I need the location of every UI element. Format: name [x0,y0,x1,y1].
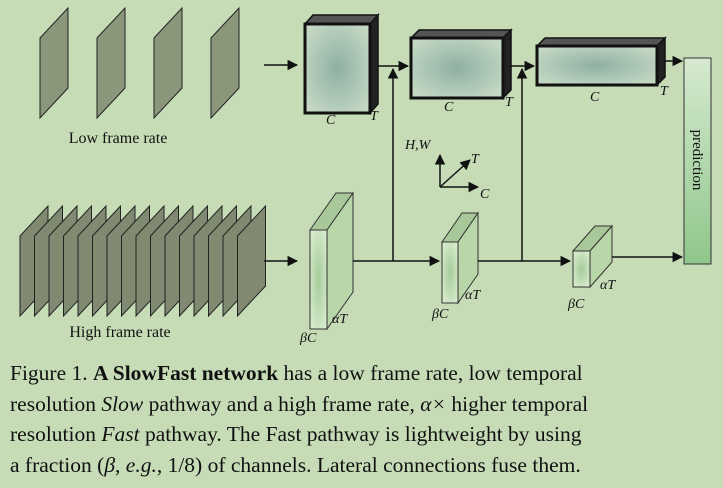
prediction-label: prediction [689,130,705,191]
slow-block-2-time-label: T [505,95,514,110]
high-frame-rate-label: High frame rate [69,324,170,341]
fast-block-3-time-label: αT [600,278,616,293]
fast-block-1-time-label: αT [332,312,348,327]
low-frame-rate-label: Low frame rate [69,130,168,147]
caption-text-run: e.g. [125,452,157,477]
low-frame-rate-frames [39,6,240,120]
high-frame [237,204,266,318]
caption-line-1: Figure 1. A SlowFast network has a low f… [10,358,723,389]
low-frame [210,6,240,120]
caption-text-run: β [104,452,116,477]
caption-text-run: , 1/8) of channels. Lateral connections … [156,452,581,477]
caption-text-run: , [115,452,126,477]
caption-text-run: α× [420,391,446,416]
fast-block-2 [441,211,479,305]
caption-text-run: pathway. The Fast pathway is lightweight… [139,422,582,446]
low-frame [39,6,69,120]
low-frame [153,6,183,120]
axes-legend: H,W T C [404,138,490,202]
channel-axis-label: C [480,187,490,202]
slow-block-3 [535,36,667,87]
caption-line-4: a fraction (β, e.g., 1/8) of channels. L… [10,450,723,481]
time-axis-label: T [471,152,480,167]
caption-line-3: resolution Fast pathway. The Fast pathwa… [10,419,723,450]
high-frame-rate-frames [19,204,266,318]
slow-block-1-channel-label: C [326,113,336,128]
caption-text-run: has a low frame rate, low temporal [278,361,583,385]
caption-text-run: Figure 1. [10,361,94,385]
fast-block-3-channel-label: βC [567,297,585,312]
fast-block-1-channel-label: βC [299,331,317,346]
caption-line-2: resolution Slow pathway and a high frame… [10,389,723,420]
caption-text-run: resolution [10,422,102,446]
slow-block-2-channel-label: C [444,100,454,115]
caption-text-run: resolution [10,391,102,416]
spatial-axis-label: H,W [404,138,432,153]
time-axis [439,159,471,188]
caption-text-run: A SlowFast network [93,361,279,385]
slowfast-diagram: Low frame rate High frame rate C T C T C… [19,6,712,346]
slow-block-1-time-label: T [370,109,379,124]
low-frame [96,6,126,120]
caption-text-run: higher temporal [446,391,589,416]
slow-block-3-channel-label: C [590,90,600,105]
slow-block-1 [303,13,380,115]
fast-block-3 [571,224,614,289]
prediction-bar [683,57,712,265]
caption-text-run: a fraction ( [10,452,105,477]
caption-text-run: Fast [101,422,140,446]
figure-caption: Figure 1. A SlowFast network has a low f… [10,358,723,480]
fast-block-2-time-label: αT [465,288,481,303]
caption-text-run: Slow [101,391,144,416]
fast-block-1 [309,191,354,331]
slow-block-2 [409,28,513,100]
fast-block-2-channel-label: βC [431,307,449,322]
slow-block-3-time-label: T [660,84,669,99]
caption-text-run: pathway and a high frame rate, [143,391,421,416]
